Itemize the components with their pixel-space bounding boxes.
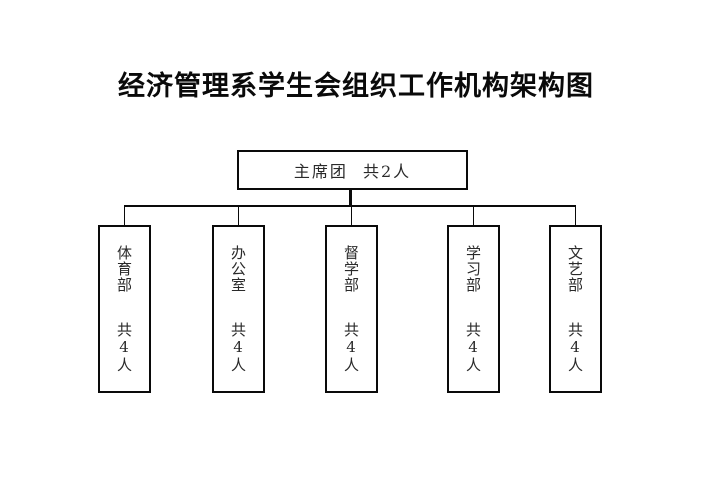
org-node-study-dept: 学习部 共4人 — [447, 225, 500, 393]
org-node-office: 办公室 共4人 — [212, 225, 265, 393]
page-title: 经济管理系学生会组织工作机构架构图 — [118, 71, 594, 102]
org-node-arts-label: 文艺部 共4人 — [566, 245, 584, 373]
connector-root-stem — [349, 188, 352, 206]
org-node-supervision-label: 督学部 共4人 — [342, 245, 360, 373]
org-node-study-label: 学习部 共4人 — [464, 245, 482, 373]
connector-drop-office — [238, 206, 239, 226]
org-node-office-label: 办公室 共4人 — [229, 245, 247, 373]
org-node-presidium-label: 主席团 共2人 — [293, 162, 412, 181]
connector-drop-sports — [124, 206, 125, 226]
org-node-supervision-dept: 督学部 共4人 — [325, 225, 378, 393]
org-node-sports-label: 体育部 共4人 — [115, 245, 133, 373]
connector-drop-arts — [575, 206, 576, 226]
org-node-presidium: 主席团 共2人 — [237, 150, 468, 190]
org-node-arts-dept: 文艺部 共4人 — [549, 225, 602, 393]
connector-drop-supervision — [351, 206, 352, 226]
connector-drop-study — [473, 206, 474, 226]
org-node-sports-dept: 体育部 共4人 — [98, 225, 151, 393]
connector-horizontal-bar — [124, 205, 576, 207]
